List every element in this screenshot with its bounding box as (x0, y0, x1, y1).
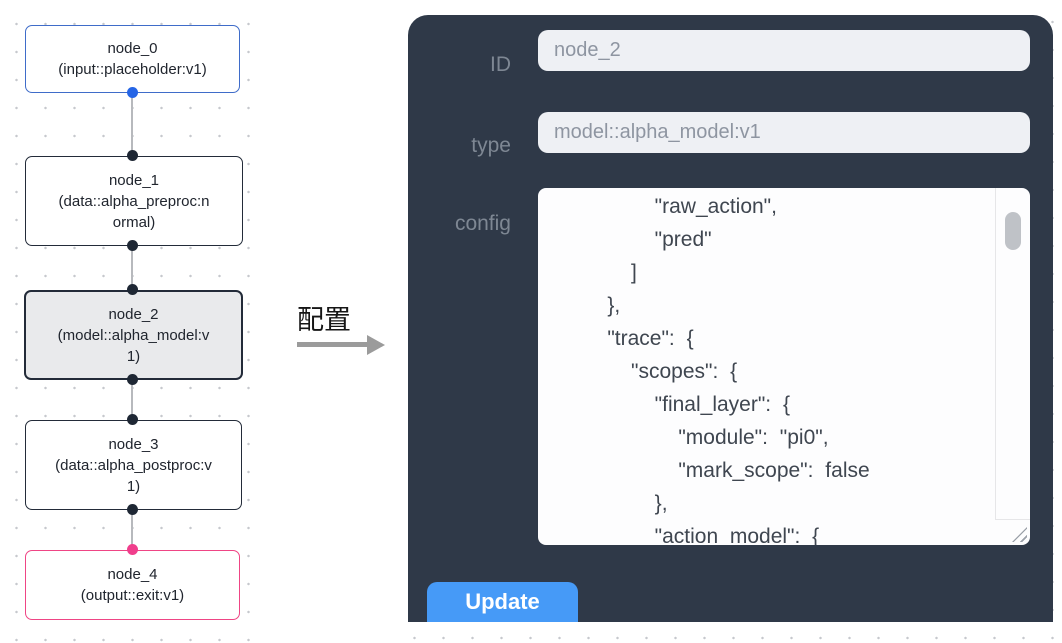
node-subtitle: (output::exit:v1) (80, 587, 185, 604)
node-title: node_0 (107, 40, 158, 57)
config-json-content: "raw_action", "pred" ] }, "trace": { "sc… (607, 195, 870, 545)
node-subtitle: (model::alpha_model:v1) (57, 326, 210, 365)
node-subtitle: (data::alpha_preproc:normal) (58, 192, 210, 231)
update-button[interactable]: Update (427, 582, 578, 622)
flow-node-node_4[interactable]: node_4 (output::exit:v1) (25, 550, 240, 620)
scrollbar-thumb[interactable] (1005, 212, 1021, 250)
edge-node3-node4 (131, 510, 133, 550)
flow-node-node_2[interactable]: node_2 (model::alpha_model:v1) (24, 290, 243, 380)
port-node2-in[interactable] (127, 284, 138, 295)
flow-node-node_0[interactable]: node_0 (input::placeholder:v1) (25, 25, 240, 93)
node-config-panel: ID type config "raw_action", "pred" ] },… (408, 15, 1053, 622)
port-node0-out[interactable] (127, 87, 138, 98)
node-subtitle: (input::placeholder:v1) (58, 61, 207, 78)
flow-node-node_3[interactable]: node_3 (data::alpha_postproc:v1) (25, 420, 242, 510)
edge-node1-node2 (131, 246, 133, 290)
node-subtitle: (data::alpha_postproc:v1) (55, 456, 212, 495)
node-title: node_3 (108, 435, 159, 453)
port-node3-out[interactable] (127, 504, 138, 515)
node-title: node_4 (107, 566, 158, 583)
config-field-label: config (454, 212, 511, 235)
id-input[interactable] (538, 30, 1030, 71)
type-field-label: type (471, 134, 511, 157)
node-title: node_1 (108, 171, 160, 189)
edge-node0-node1 (131, 93, 133, 156)
configure-annotation: 配置 (297, 305, 351, 335)
right-arrow-icon (297, 342, 369, 347)
resize-corner-divider (996, 519, 1030, 520)
port-node1-in[interactable] (127, 150, 138, 161)
port-node3-in[interactable] (127, 414, 138, 425)
right-arrow-head-icon (367, 334, 385, 355)
flow-node-node_1[interactable]: node_1 (data::alpha_preproc:normal) (25, 156, 243, 246)
port-node1-out[interactable] (127, 240, 138, 251)
node-title: node_2 (108, 305, 159, 323)
resize-grip-icon[interactable] (1012, 527, 1027, 542)
id-field-label: ID (490, 53, 511, 76)
type-input[interactable] (538, 112, 1030, 153)
edge-node2-node3 (131, 379, 133, 420)
config-textarea[interactable]: "raw_action", "pred" ] }, "trace": { "sc… (538, 188, 1030, 545)
port-node4-in[interactable] (127, 544, 138, 555)
scrollbar-track-divider (995, 188, 996, 520)
port-node2-out[interactable] (127, 374, 138, 385)
